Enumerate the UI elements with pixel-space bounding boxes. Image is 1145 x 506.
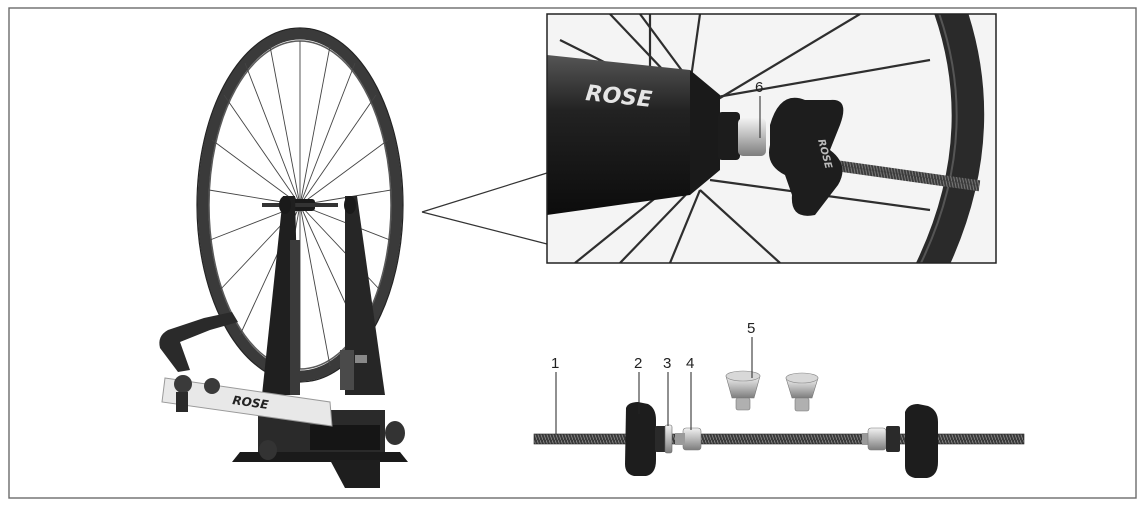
stand-right-upright bbox=[345, 196, 385, 395]
callout-6: 6 bbox=[755, 79, 763, 96]
callout-1: 1 bbox=[551, 355, 559, 372]
callout-2: 2 bbox=[634, 355, 642, 372]
zoom-line-top bbox=[421, 172, 548, 213]
part-adapter-cone bbox=[682, 427, 702, 451]
part-right-knob bbox=[905, 404, 938, 478]
inset-threaded-rod bbox=[798, 154, 981, 192]
part-threaded-rod bbox=[533, 433, 1025, 445]
truing-stand-with-wheel: ROSE bbox=[159, 27, 408, 488]
detail-inset: ROSE ROSE 6 bbox=[546, 13, 997, 264]
callout-4: 4 bbox=[686, 355, 694, 372]
inset-hub bbox=[547, 55, 698, 215]
callout-5: 5 bbox=[747, 320, 755, 337]
inset-rim bbox=[915, 14, 985, 263]
callout-3: 3 bbox=[663, 355, 671, 372]
stand-brand-label: ROSE bbox=[232, 393, 271, 412]
arm-handle bbox=[159, 312, 238, 372]
zoom-line-bottom bbox=[421, 211, 548, 245]
part-left-knob bbox=[625, 402, 656, 476]
part-spare-cone-2 bbox=[785, 372, 819, 412]
gauge-arm bbox=[161, 377, 333, 427]
part-spare-cone-1 bbox=[725, 370, 761, 411]
parts-set: 1 2 3 4 5 bbox=[533, 320, 1025, 478]
stand-base bbox=[232, 452, 408, 462]
inset-knob bbox=[769, 97, 844, 216]
